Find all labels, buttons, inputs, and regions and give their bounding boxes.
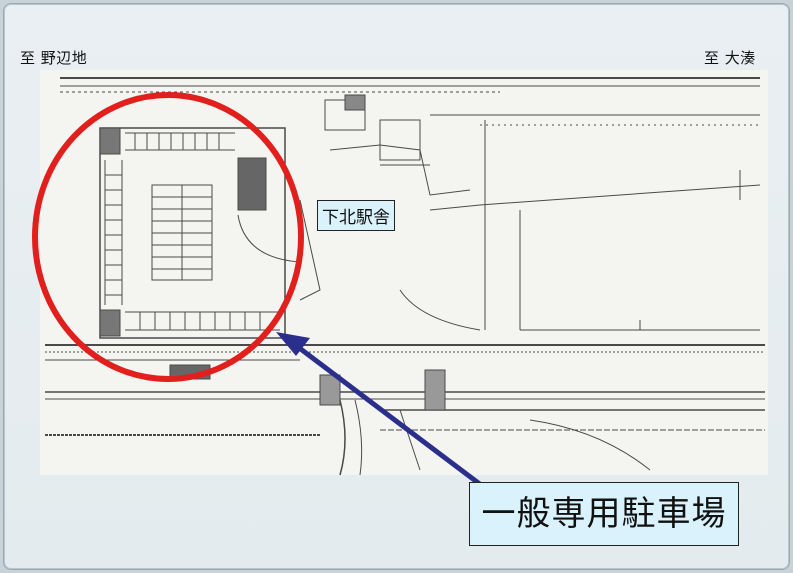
parking-highlight-circle bbox=[32, 92, 304, 382]
direction-label-noheji: 至 野辺地 bbox=[20, 49, 88, 67]
plan-linework bbox=[45, 77, 765, 476]
pointer-arrow-icon bbox=[276, 332, 487, 490]
parking-lot-label: 一般専用駐車場 bbox=[469, 482, 739, 546]
plan-sheet bbox=[40, 70, 768, 475]
station-building-label: 下北駅舎 bbox=[317, 200, 395, 231]
direction-label-ominato: 至 大湊 bbox=[704, 49, 756, 67]
